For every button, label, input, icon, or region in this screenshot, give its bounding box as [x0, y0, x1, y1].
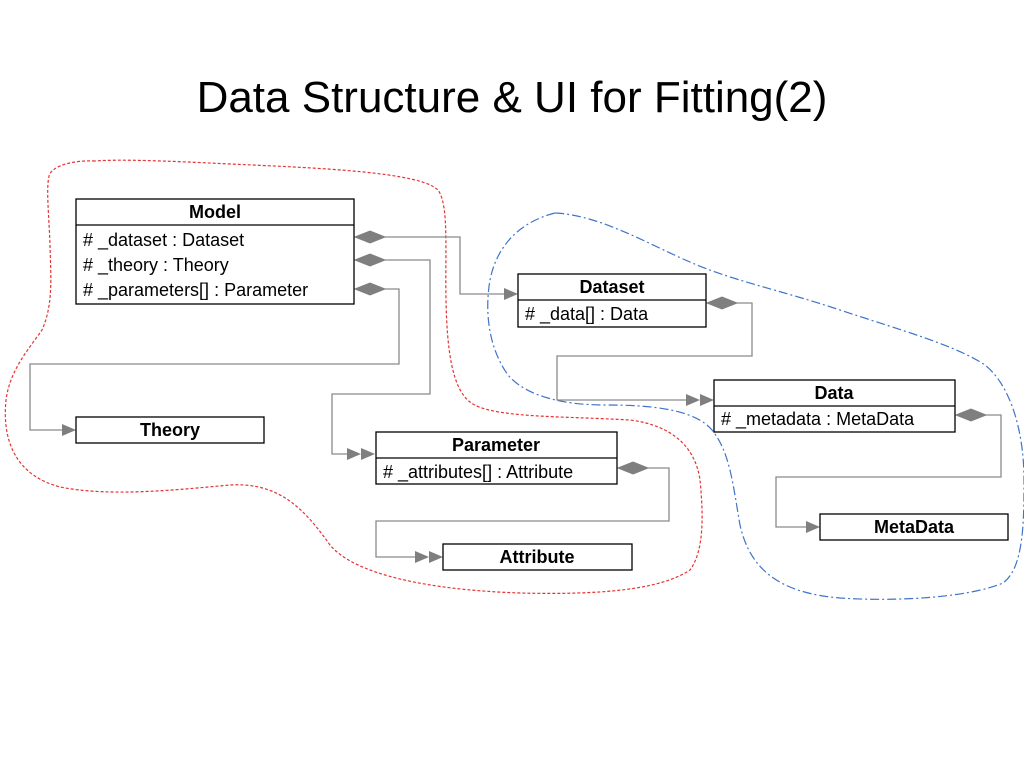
connector-data-metadata: [775, 414, 1002, 528]
class-model: Model # _dataset : Dataset # _theory : T…: [75, 198, 355, 305]
class-dataset: Dataset # _data[] : Data: [517, 273, 707, 328]
aggregation-diamond-data-metadata: [954, 408, 988, 422]
model-attribute-theory: # _theory : Theory: [83, 255, 229, 276]
connector-parameter-attribute: [375, 467, 670, 558]
class-attribute: Attribute: [442, 543, 633, 571]
model-attribute-parameters: # _parameters[] : Parameter: [83, 280, 308, 301]
aggregation-diamond-model-theory: [353, 282, 387, 296]
class-metadata-name: MetaData: [874, 517, 955, 537]
model-attribute-dataset: # _dataset : Dataset: [83, 230, 244, 251]
arrowhead-parameter-attribute-1: [415, 551, 429, 563]
aggregation-diamond-model-parameter: [353, 253, 387, 267]
arrowhead-model-theory: [62, 424, 76, 436]
class-dataset-name: Dataset: [579, 277, 644, 297]
connector-model-parameter: [331, 259, 431, 455]
class-data: Data # _metadata : MetaData: [713, 379, 956, 433]
class-theory-name: Theory: [140, 420, 200, 440]
arrowhead-model-parameter-1: [347, 448, 361, 460]
class-attribute-name: Attribute: [500, 547, 575, 567]
class-metadata: MetaData: [819, 513, 1009, 541]
connector-model-dataset: [385, 236, 506, 295]
arrowhead-dataset-data-2: [700, 394, 714, 406]
class-data-name: Data: [814, 383, 854, 403]
arrowhead-model-parameter-2: [361, 448, 375, 460]
parameter-attribute-attributes: # _attributes[] : Attribute: [383, 462, 573, 483]
connector-dataset-data: [556, 302, 753, 401]
arrowhead-model-dataset: [504, 288, 518, 300]
arrowhead-dataset-data-1: [686, 394, 700, 406]
dataset-attribute-data: # _data[] : Data: [525, 304, 649, 325]
arrowhead-data-metadata: [806, 521, 820, 533]
slide-title: Data Structure & UI for Fitting(2): [196, 73, 828, 122]
aggregation-diamond-parameter-attribute: [616, 461, 650, 475]
model-group-outline: [4, 159, 703, 595]
connector-model-theory: [29, 288, 400, 431]
arrowhead-parameter-attribute-2: [429, 551, 443, 563]
class-model-name: Model: [189, 202, 241, 222]
class-parameter-name: Parameter: [452, 435, 540, 455]
aggregation-diamond-dataset-data: [705, 296, 739, 310]
class-theory: Theory: [75, 416, 265, 444]
aggregation-diamond-model-dataset: [353, 230, 387, 244]
data-group-outline: [487, 212, 1024, 600]
class-parameter: Parameter # _attributes[] : Attribute: [375, 431, 618, 485]
data-attribute-metadata: # _metadata : MetaData: [721, 409, 915, 430]
